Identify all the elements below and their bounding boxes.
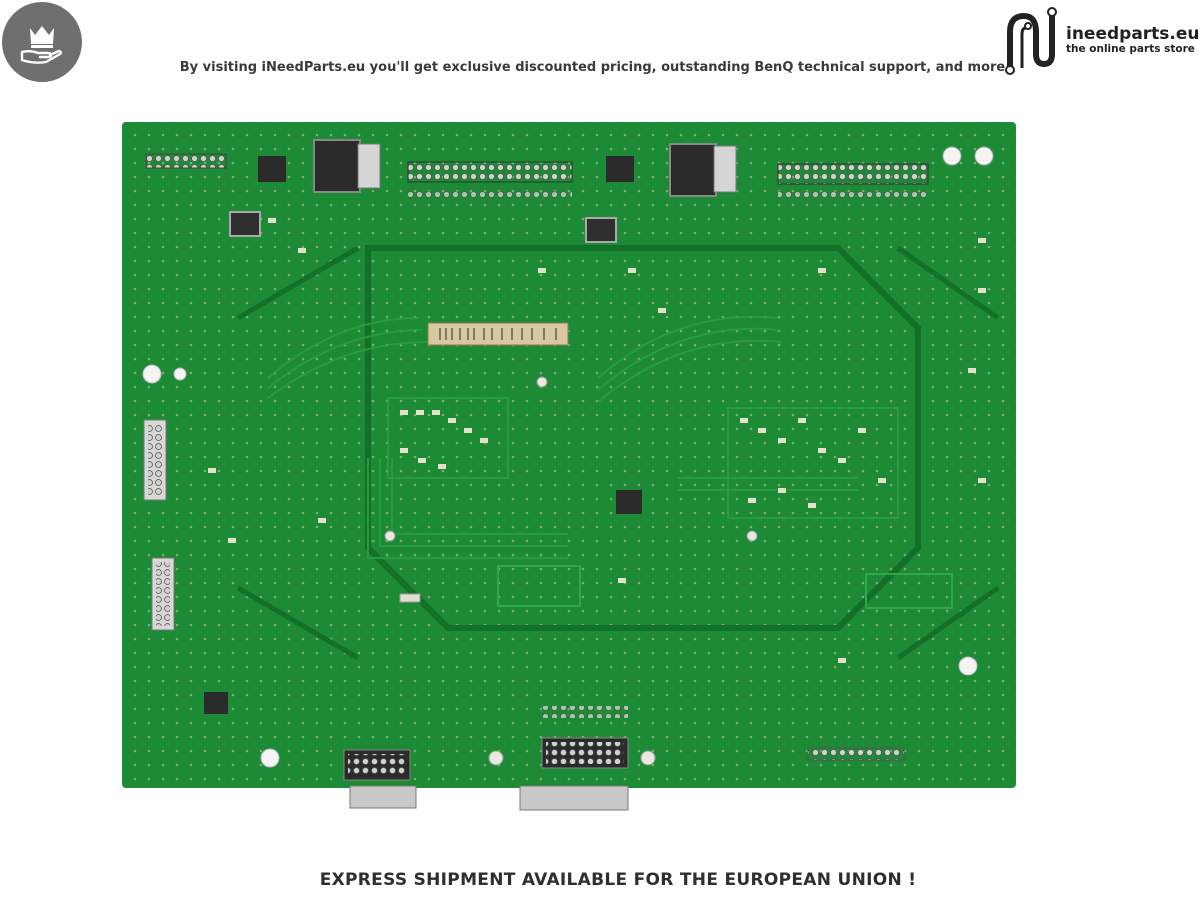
ineedparts-logo[interactable]: ineedparts.eu the online parts store xyxy=(1000,2,1200,78)
logo-subtitle: the online parts store xyxy=(1066,43,1195,55)
circuit-board-photo xyxy=(122,122,1016,811)
crown-hand-badge xyxy=(2,2,82,82)
shipping-notice: EXPRESS SHIPMENT AVAILABLE FOR THE EUROP… xyxy=(319,870,917,890)
ineedparts-logo-icon xyxy=(1005,7,1057,75)
logo-name: ineedparts.eu xyxy=(1066,24,1200,44)
crown-hand-icon xyxy=(20,26,62,64)
promo-tagline: By visiting iNeedParts.eu you'll get exc… xyxy=(179,60,1006,75)
